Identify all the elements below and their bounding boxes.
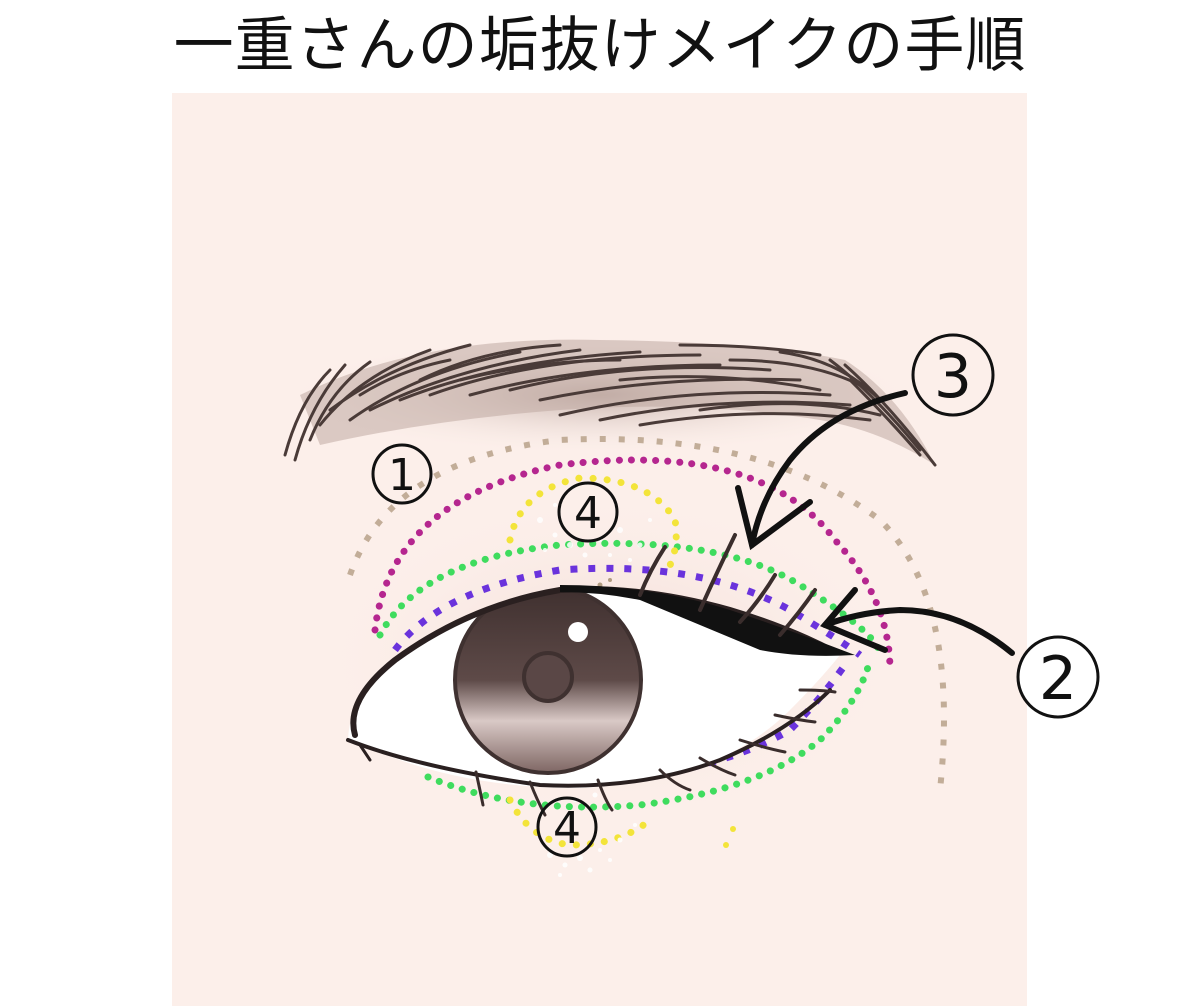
svg-text:4: 4 <box>574 488 602 539</box>
green-area-outline-upper <box>376 539 884 659</box>
step-2-arrow <box>820 587 1015 656</box>
lower-eyelashes <box>474 688 837 817</box>
step-1-marker: 1 <box>371 443 433 505</box>
purple-liner-outline-lower <box>619 662 848 782</box>
page-title: 一重さんの垢抜けメイクの手順 <box>173 11 1027 81</box>
green-area-outline-lower <box>424 656 874 811</box>
step-2-marker: 2 <box>1016 635 1100 719</box>
pupil <box>522 651 574 703</box>
step-4-highlight-lower <box>506 792 736 877</box>
svg-text:1: 1 <box>388 450 416 501</box>
svg-text:3: 3 <box>934 342 972 412</box>
upper-eyelashes <box>638 533 817 637</box>
step-4-upper-marker: 4 <box>557 481 619 543</box>
step-3-arrow <box>735 390 908 551</box>
step-4-lower-marker: 4 <box>536 796 598 858</box>
purple-liner-outline-upper <box>392 564 863 658</box>
step-1-area-outline <box>347 436 947 791</box>
eyeliner-wing <box>560 585 855 656</box>
svg-text:4: 4 <box>553 803 581 854</box>
step-3-marker: 3 <box>911 333 995 417</box>
eye-highlight <box>568 622 588 642</box>
svg-text:2: 2 <box>1039 644 1077 714</box>
iris <box>453 589 643 775</box>
eyebrow <box>280 335 937 467</box>
